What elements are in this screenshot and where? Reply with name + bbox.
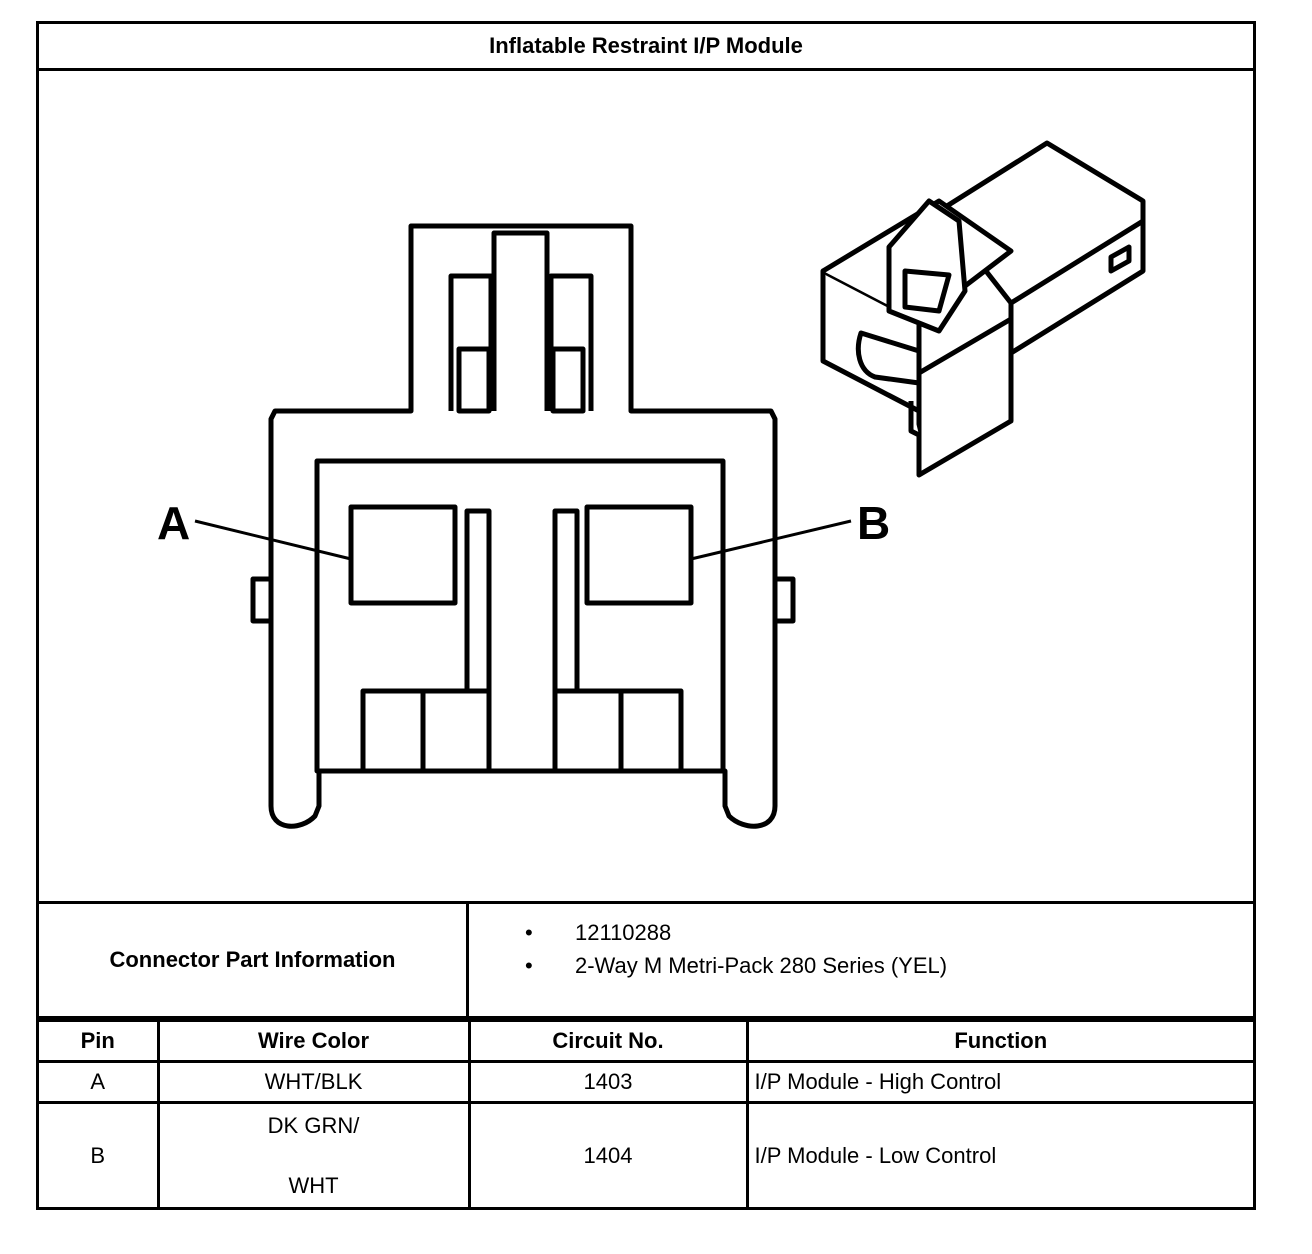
list-item: • 2-Way M Metri-Pack 280 Series (YEL) [469, 949, 1253, 982]
cell-function: I/P Module - Low Control [745, 1101, 1253, 1208]
cell-wire-color: DK GRN/ WHT [156, 1101, 471, 1208]
cell-pin: B [39, 1101, 160, 1208]
connector-face [250, 223, 796, 829]
connector-figure: A B [39, 71, 1253, 901]
part-description: 2-Way M Metri-Pack 280 Series (YEL) [575, 953, 948, 978]
cell-circuit: 1404 [467, 1101, 749, 1208]
page-title: Inflatable Restraint I/P Module [39, 24, 1253, 71]
table-header-row: Pin Wire Color Circuit No. Function [39, 1019, 1253, 1063]
pin-table: Pin Wire Color Circuit No. Function A WH… [39, 1019, 1253, 1208]
table-row: B DK GRN/ WHT 1404 I/P Module - Low Cont… [39, 1101, 1253, 1208]
bullet-icon: • [525, 920, 533, 945]
cell-wire-color: WHT/BLK [156, 1060, 471, 1104]
leader-line-b [690, 519, 852, 561]
part-info-label: Connector Part Information [39, 904, 469, 1016]
cell-function: I/P Module - High Control [745, 1060, 1253, 1104]
header-circuit-no: Circuit No. [467, 1019, 749, 1063]
wire-color-line-1: DK GRN/ [267, 1113, 360, 1138]
cell-circuit: 1403 [467, 1060, 749, 1104]
part-info-list: • 12110288 • 2-Way M Metri-Pack 280 Seri… [469, 904, 1253, 1016]
part-number: 12110288 [575, 920, 672, 945]
pin-label-b: B [857, 497, 890, 549]
connector-part-information: Connector Part Information • 12110288 • … [39, 901, 1253, 1019]
header-wire-color: Wire Color [156, 1019, 471, 1063]
list-item: • 12110288 [469, 916, 1253, 949]
cell-pin: A [39, 1060, 160, 1104]
wire-color-line-2: WHT [288, 1173, 339, 1198]
connector-sheet: Inflatable Restraint I/P Module [36, 21, 1256, 1210]
leader-line-a [194, 519, 352, 561]
bullet-icon: • [525, 953, 533, 978]
pin-leader-lines [194, 519, 852, 561]
table-row: A WHT/BLK 1403 I/P Module - High Control [39, 1060, 1253, 1104]
connector-isometric-icon [820, 140, 1146, 478]
header-pin: Pin [39, 1019, 160, 1063]
header-function: Function [745, 1019, 1253, 1063]
wire-color-spacer [160, 1139, 468, 1173]
connector-face-diagram: A B [157, 140, 1146, 829]
pin-label-a: A [157, 497, 190, 549]
